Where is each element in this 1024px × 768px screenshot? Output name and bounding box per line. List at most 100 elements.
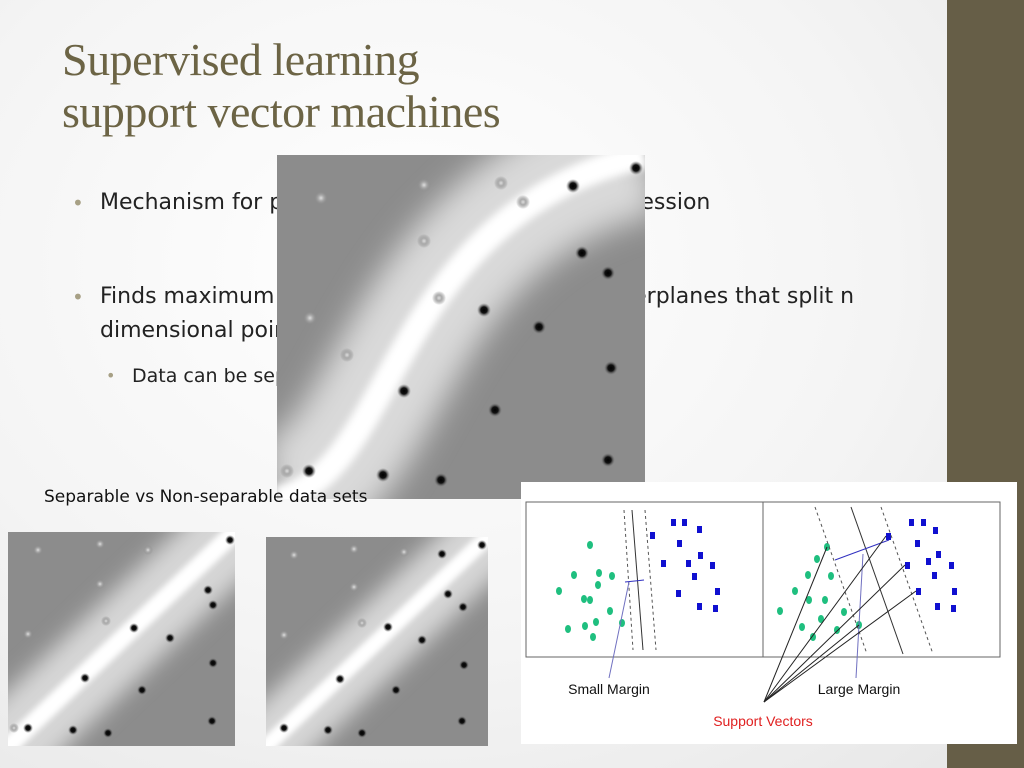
point <box>915 540 920 547</box>
point <box>566 179 580 193</box>
point <box>556 587 562 595</box>
decision-boundary <box>277 155 645 499</box>
point <box>459 660 469 670</box>
point <box>952 588 957 595</box>
point <box>581 595 587 603</box>
point <box>225 535 235 545</box>
point <box>571 571 577 579</box>
point <box>340 348 354 362</box>
data-points <box>279 540 487 738</box>
figure-caption: Separable vs Non-separable data sets <box>44 487 368 507</box>
point <box>391 685 401 695</box>
point <box>399 547 409 557</box>
point <box>814 555 820 563</box>
point <box>303 311 317 325</box>
point <box>349 582 359 592</box>
point <box>33 545 43 555</box>
point <box>335 674 345 684</box>
point <box>805 571 811 579</box>
large-margin-panel: Large Margin Support Vectors <box>713 506 957 729</box>
point <box>650 532 655 539</box>
decision-boundary <box>8 532 235 746</box>
separable-plot-2 <box>266 537 488 746</box>
point <box>437 549 447 559</box>
decision-boundary <box>266 537 488 746</box>
point <box>596 569 602 577</box>
point <box>909 519 914 526</box>
point <box>516 195 530 209</box>
margin-label-pointer <box>855 553 864 679</box>
point <box>715 588 720 595</box>
point <box>95 539 105 549</box>
point <box>905 562 910 569</box>
point <box>417 234 431 248</box>
point <box>587 541 593 549</box>
point <box>590 633 596 641</box>
small-margin-label: Small Margin <box>568 681 650 697</box>
point <box>207 716 217 726</box>
point <box>165 633 175 643</box>
small-margin-panel: Small Margin <box>556 509 720 697</box>
point <box>349 544 359 554</box>
point <box>921 519 926 526</box>
point <box>916 588 921 595</box>
point <box>933 527 938 534</box>
point <box>143 545 153 555</box>
point <box>841 608 847 616</box>
point <box>682 519 687 526</box>
point <box>494 176 508 190</box>
point <box>417 178 431 192</box>
title-line-1: Supervised learning <box>62 34 420 85</box>
point <box>302 464 316 478</box>
point <box>604 361 618 375</box>
point <box>208 600 218 610</box>
point <box>676 590 681 597</box>
bullet-dot-icon: • <box>106 366 116 385</box>
pointer-line <box>763 590 917 703</box>
point <box>357 728 367 738</box>
point <box>477 303 491 317</box>
point <box>280 464 294 478</box>
point <box>792 587 798 595</box>
point <box>582 622 588 630</box>
class-b-points <box>886 519 957 612</box>
bullet-dot-icon: • <box>72 285 84 309</box>
point <box>323 725 333 735</box>
point <box>692 573 697 580</box>
point <box>710 562 715 569</box>
point <box>101 616 111 626</box>
point <box>279 723 289 733</box>
point <box>587 596 593 604</box>
point <box>886 533 891 540</box>
point <box>677 540 682 547</box>
point <box>417 635 427 645</box>
margin-arrow <box>624 579 645 583</box>
point <box>713 605 718 612</box>
hyperplane <box>850 506 904 655</box>
point <box>203 585 213 595</box>
point <box>629 161 643 175</box>
point <box>95 579 105 589</box>
point <box>671 519 676 526</box>
point <box>457 716 467 726</box>
point <box>609 572 615 580</box>
point <box>806 596 812 604</box>
point <box>951 605 956 612</box>
margin-diagram: Small Margin <box>525 501 1001 729</box>
point <box>23 723 33 733</box>
point <box>777 607 783 615</box>
pointer-line <box>763 546 828 703</box>
point <box>810 633 816 641</box>
point <box>697 603 702 610</box>
class-b-points <box>650 519 720 612</box>
point <box>595 581 601 589</box>
point <box>279 630 289 640</box>
margin-line <box>623 509 634 651</box>
point <box>818 615 824 623</box>
point <box>932 572 937 579</box>
point <box>9 723 19 733</box>
point <box>314 191 328 205</box>
pointer-line <box>763 624 860 703</box>
point <box>601 453 615 467</box>
